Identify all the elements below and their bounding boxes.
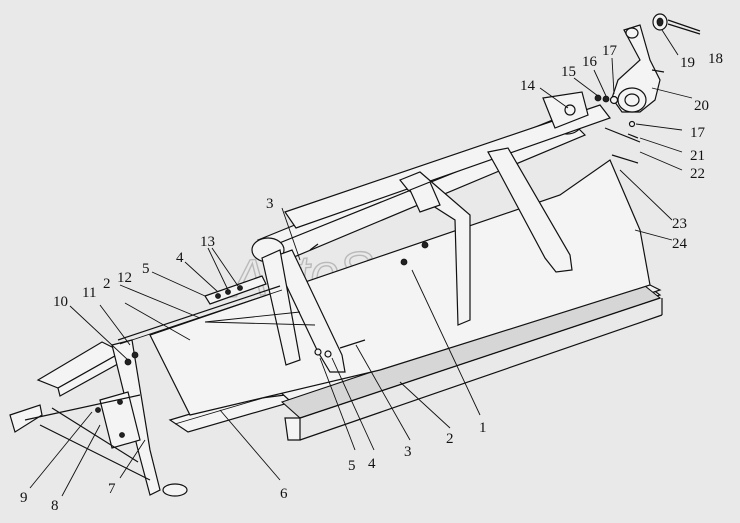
lever bbox=[611, 24, 665, 113]
callout-21: 21 bbox=[690, 148, 705, 164]
callout-8: 8 bbox=[51, 498, 59, 514]
callout-4-lower: 4 bbox=[368, 456, 376, 472]
bracket-arm-2 bbox=[487, 147, 573, 273]
callout-20: 20 bbox=[694, 98, 709, 114]
callout-18: 18 bbox=[708, 51, 723, 67]
callout-17-right: 17 bbox=[690, 125, 706, 141]
callout-2-upper: 2 bbox=[103, 276, 111, 292]
callout-11: 11 bbox=[82, 285, 96, 301]
fasteners-top bbox=[594, 94, 641, 164]
washer-pin bbox=[652, 13, 701, 35]
callout-4-upper: 4 bbox=[176, 250, 184, 266]
callout-7: 7 bbox=[108, 481, 116, 497]
callout-16: 16 bbox=[582, 54, 598, 70]
left-bracket-assembly bbox=[9, 339, 188, 497]
callout-9: 9 bbox=[20, 490, 28, 506]
callout-14: 14 bbox=[520, 78, 536, 94]
callout-1: 1 bbox=[479, 420, 487, 436]
fasteners-middle bbox=[204, 241, 429, 358]
callout-13: 13 bbox=[200, 234, 215, 250]
callout-3-lower: 3 bbox=[404, 444, 412, 460]
bracket-arm-1 bbox=[399, 171, 471, 326]
callout-24: 24 bbox=[672, 236, 688, 252]
callout-19: 19 bbox=[680, 55, 695, 71]
callout-17-top: 17 bbox=[602, 43, 618, 59]
callout-5-upper: 5 bbox=[142, 261, 150, 277]
callout-22: 22 bbox=[690, 166, 705, 182]
callout-2-lower: 2 bbox=[446, 431, 454, 447]
callout-15: 15 bbox=[561, 64, 576, 80]
callout-23: 23 bbox=[672, 216, 687, 232]
leader-lines bbox=[29, 29, 693, 497]
callout-3-upper: 3 bbox=[266, 196, 274, 212]
callout-6: 6 bbox=[280, 486, 288, 502]
callout-12: 12 bbox=[117, 270, 132, 286]
callout-10: 10 bbox=[53, 294, 68, 310]
callout-5-lower: 5 bbox=[348, 458, 356, 474]
upper-bar bbox=[284, 104, 611, 229]
long-rod bbox=[117, 285, 283, 345]
rear-plate bbox=[149, 159, 651, 416]
mounting-plate bbox=[542, 91, 589, 129]
bracket-arm-3 bbox=[261, 249, 346, 373]
